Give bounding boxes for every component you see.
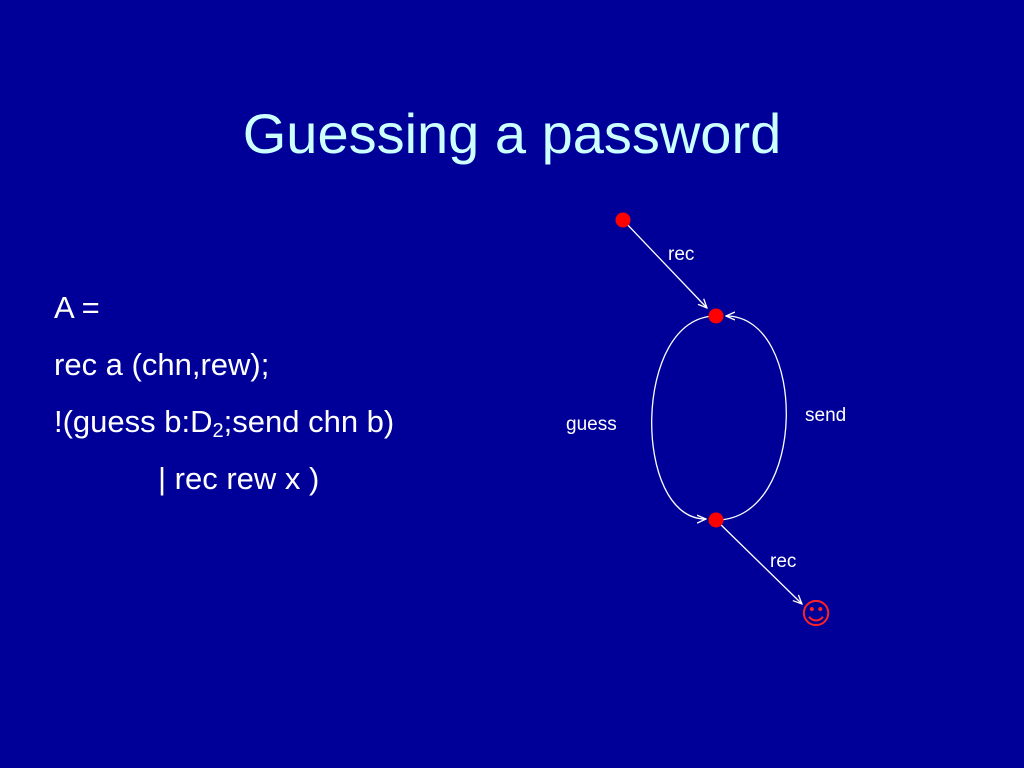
label-guess: guess — [566, 414, 617, 435]
edge-guess — [651, 315, 717, 519]
slide-title: Guessing a password — [242, 102, 782, 165]
label-rec-bottom: rec — [770, 551, 796, 572]
code-line-4: | rec rew x ) — [158, 461, 320, 496]
node-start — [615, 212, 631, 228]
node-loop-bottom — [708, 512, 724, 528]
edge-rec-bottom — [715, 519, 802, 604]
smiley-icon: ☺ — [800, 597, 831, 632]
code-line-1: A = — [54, 290, 100, 325]
edge-send — [715, 316, 787, 521]
label-send: send — [805, 405, 846, 426]
label-rec-top: rec — [668, 244, 694, 265]
edge-rec-top — [622, 219, 707, 308]
code-line-3: !(guess b:D2;send chn b) — [54, 402, 394, 442]
code-line-3-start: !(guess b:D — [54, 404, 213, 439]
code-line-2: rec a (chn,rew); — [54, 347, 270, 382]
node-loop-top — [708, 308, 724, 324]
code-line-3-subscript: 2 — [212, 420, 224, 442]
code-line-3-end: ;send chn b) — [223, 404, 395, 439]
